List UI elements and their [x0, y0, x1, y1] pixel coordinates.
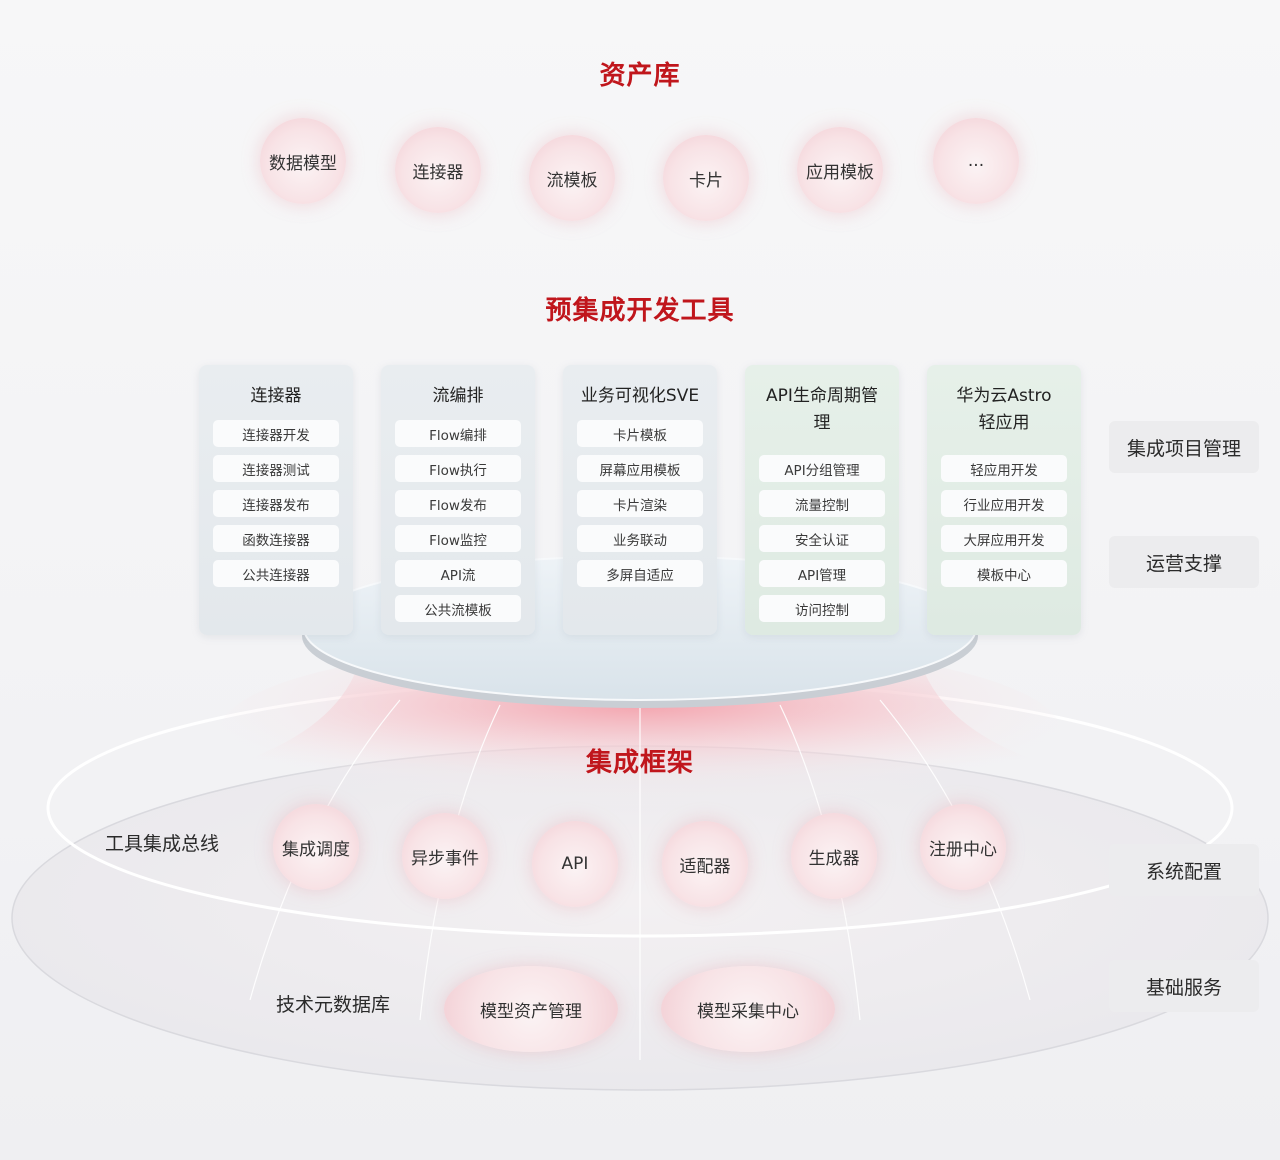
asset-data-model: 数据模型 [260, 118, 346, 204]
dev-tools-title: 预集成开发工具 [545, 296, 735, 326]
tool-item: API分组管理 [759, 455, 885, 482]
bus-scheduling: 集成调度 [273, 804, 359, 890]
tool-item: 公共连接器 [213, 560, 339, 587]
tool-item: 卡片模板 [577, 420, 703, 447]
tool-item: 大屏应用开发 [941, 525, 1067, 552]
tool-item: Flow发布 [395, 490, 521, 517]
asset-flow-template: 流模板 [529, 135, 615, 221]
tool-item: Flow编排 [395, 420, 521, 447]
bus-adapter: 适配器 [662, 821, 748, 907]
tool-item: 公共流模板 [395, 595, 521, 622]
tool-item: 连接器测试 [213, 455, 339, 482]
tool-item: API管理 [759, 560, 885, 587]
tool-item: API流 [395, 560, 521, 587]
tool-card-flow-orchestration: 流编排 Flow编排 Flow执行 Flow发布 Flow监控 API流 公共流… [381, 365, 535, 635]
asset-card: 卡片 [663, 135, 749, 221]
bus-registry: 注册中心 [920, 804, 1006, 890]
bus-async-event: 异步事件 [402, 813, 488, 899]
tool-card-business-visualization: 业务可视化SVE 卡片模板 屏幕应用模板 卡片渲染 业务联动 多屏自适应 [563, 365, 717, 635]
asset-more: ... [933, 118, 1019, 204]
tool-item: 模板中心 [941, 560, 1067, 587]
tool-item: 业务联动 [577, 525, 703, 552]
tool-item: 行业应用开发 [941, 490, 1067, 517]
tool-item: 连接器发布 [213, 490, 339, 517]
asset-app-template: 应用模板 [797, 127, 883, 213]
bus-api: API [532, 821, 618, 907]
tool-card-astro-light-app: 华为云Astro轻应用 轻应用开发 行业应用开发 大屏应用开发 模板中心 [927, 365, 1081, 635]
tech-metadata-label: 技术元数据库 [276, 994, 391, 1016]
side-basic-services: 基础服务 [1109, 960, 1259, 1012]
tool-card-title: 流编排 [432, 386, 484, 406]
tool-card-api-lifecycle: API生命周期管理 API分组管理 流量控制 安全认证 API管理 访问控制 [745, 365, 899, 635]
side-operation-support: 运营支撑 [1109, 536, 1259, 588]
metadata-model-collection: 模型采集中心 [661, 966, 835, 1052]
tool-item: 轻应用开发 [941, 455, 1067, 482]
tool-card-title: API生命周期管理 [766, 386, 878, 433]
tool-item: 多屏自适应 [577, 560, 703, 587]
asset-library-title: 资产库 [599, 61, 681, 91]
tool-item: 连接器开发 [213, 420, 339, 447]
tool-card-title: 华为云Astro轻应用 [956, 386, 1052, 433]
metadata-model-asset-mgmt: 模型资产管理 [444, 966, 618, 1052]
tool-integration-bus-label: 工具集成总线 [105, 833, 220, 855]
tool-item: 函数连接器 [213, 525, 339, 552]
tool-item: Flow监控 [395, 525, 521, 552]
tool-item: 屏幕应用模板 [577, 455, 703, 482]
tool-item: 卡片渲染 [577, 490, 703, 517]
tool-item: 流量控制 [759, 490, 885, 517]
tool-item: Flow执行 [395, 455, 521, 482]
tool-card-title: 业务可视化SVE [580, 386, 700, 406]
tool-card-title: 连接器 [250, 386, 302, 406]
side-integration-project-mgmt: 集成项目管理 [1109, 421, 1259, 473]
tool-item: 安全认证 [759, 525, 885, 552]
framework-title: 集成框架 [585, 748, 694, 778]
tool-item: 访问控制 [759, 595, 885, 622]
asset-connector: 连接器 [395, 127, 481, 213]
side-system-config: 系统配置 [1109, 844, 1259, 896]
bus-generator: 生成器 [791, 813, 877, 899]
tool-card-connector: 连接器 连接器开发 连接器测试 连接器发布 函数连接器 公共连接器 [199, 365, 353, 635]
